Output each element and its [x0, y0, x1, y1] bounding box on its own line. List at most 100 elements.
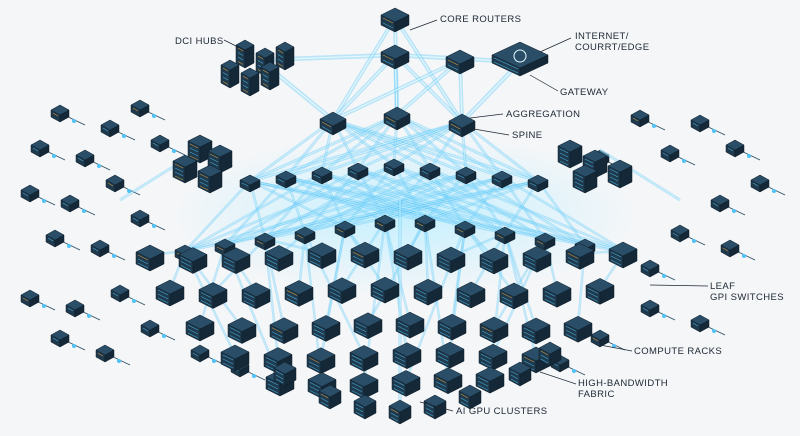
side-pod-rack [670, 224, 690, 243]
edge-building [557, 139, 583, 169]
link-core [304, 168, 431, 234]
leaf-switch [294, 226, 316, 245]
compute-rack [392, 342, 422, 370]
compute-rack [542, 280, 572, 308]
link-core [424, 180, 539, 222]
link-core [249, 180, 426, 222]
edge-building [607, 159, 633, 189]
link-core [249, 119, 334, 182]
spine-switch [239, 174, 261, 193]
side-pod-rack [30, 139, 50, 158]
spine-switch [455, 166, 477, 185]
gpu-cluster [318, 384, 342, 410]
pod-node [152, 114, 156, 118]
spine-switch [383, 158, 405, 177]
gpu-cluster [388, 399, 412, 425]
compute-rack [585, 278, 615, 305]
compute-rack [478, 343, 508, 371]
link-core [285, 121, 463, 178]
label-leader-lines [223, 19, 709, 412]
link-core [357, 121, 463, 170]
side-pod-rack [130, 209, 150, 228]
link-core [465, 172, 506, 234]
compute-rack [198, 282, 228, 309]
compute-rack [227, 317, 257, 344]
compute-rack [241, 282, 271, 310]
compute-rack [353, 312, 383, 340]
compute-rack [185, 314, 215, 342]
gpu-clusters-label: AI GPU CLUSTERS [456, 406, 548, 417]
core-router [445, 49, 475, 75]
side-pod-rack [640, 259, 660, 278]
pod-node [682, 159, 686, 163]
pod-node [712, 129, 716, 133]
link-core [332, 119, 467, 174]
link-core [184, 180, 251, 252]
compute-rack [499, 282, 529, 310]
side-pod-rack [60, 194, 80, 213]
leaf-switch [494, 226, 516, 245]
pod-node [152, 224, 156, 228]
leaf-switch [414, 214, 436, 233]
compute-rack [413, 278, 443, 306]
compute-rack [269, 317, 299, 345]
spine-switch [419, 162, 441, 181]
leaf-switch [454, 220, 476, 239]
pod-node [127, 189, 131, 193]
side-pod-rack [20, 184, 40, 203]
side-pod-rack [720, 239, 740, 258]
compute-rack [395, 311, 425, 339]
link-core [393, 164, 586, 246]
link-core [384, 168, 431, 222]
link-core [384, 220, 411, 323]
dci-building [172, 154, 198, 184]
link-core [321, 114, 398, 174]
link-core [424, 172, 467, 222]
pod-node [662, 274, 666, 278]
spine-switch [275, 170, 297, 189]
pod-node [252, 374, 256, 378]
link-core [184, 180, 539, 252]
link-core [285, 176, 466, 228]
pod-node [117, 359, 121, 363]
side-pod-rack [50, 329, 70, 348]
pod-node [572, 369, 576, 373]
link-core [285, 176, 626, 252]
link-core [461, 121, 539, 182]
link-core [344, 172, 467, 228]
leaf-switch [334, 220, 356, 239]
link-core [285, 114, 398, 178]
compute-rack [370, 276, 400, 304]
pod-node [72, 119, 76, 123]
dci-hub-rack [260, 61, 280, 91]
spine-switch [527, 174, 549, 193]
compute-rack [307, 242, 337, 270]
side-pod-rack [710, 194, 730, 213]
leader-line [469, 113, 504, 119]
link-core [396, 114, 539, 182]
compute-rack [436, 246, 466, 274]
link-core [501, 176, 626, 252]
link-core [224, 168, 431, 246]
side-pod-rack [90, 239, 110, 258]
link-core [332, 54, 396, 121]
spine-label: SPINE [512, 130, 543, 141]
pod-node [662, 314, 666, 318]
leader-line [467, 127, 510, 136]
side-pod-rack [140, 319, 160, 338]
compute-rack [475, 366, 505, 394]
pod-node [747, 154, 751, 158]
compute-rack [220, 344, 250, 372]
link-core [464, 176, 503, 228]
link-core [451, 226, 466, 325]
compute-rack [350, 241, 380, 269]
pod-node [132, 299, 136, 303]
link-core [396, 59, 461, 116]
compute-rack [563, 315, 593, 343]
core-router [380, 44, 410, 70]
aggregation-label: AGGREGATION [506, 109, 581, 120]
side-pod-rack [725, 139, 745, 158]
network-devices [135, 7, 638, 425]
